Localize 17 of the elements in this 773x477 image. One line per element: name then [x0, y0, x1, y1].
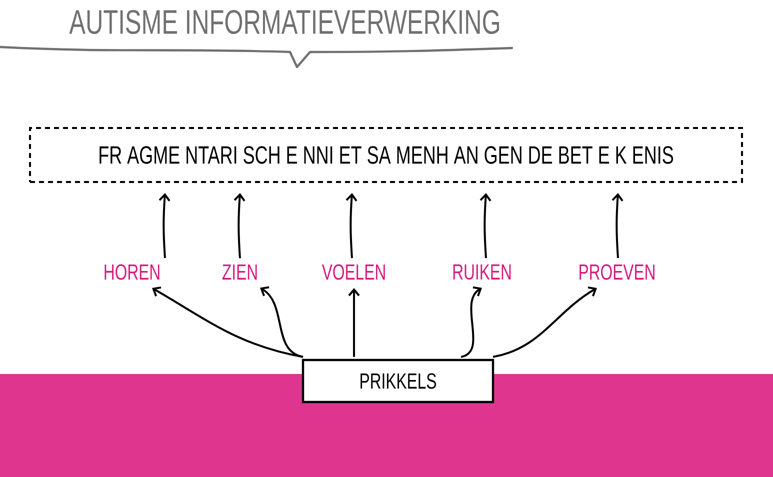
arrow — [460, 286, 482, 358]
sense-label: RUIKEN — [453, 264, 511, 280]
process-box: PRIKKELS — [302, 358, 494, 404]
sense-label: VOELEN — [322, 264, 385, 280]
title: AUTISME INFORMATIEVERWERKING — [69, 10, 499, 34]
sense-label: ZIEN — [222, 264, 257, 280]
arrow — [492, 286, 597, 358]
arrow — [346, 193, 358, 258]
arrow — [260, 286, 304, 358]
arrow — [480, 193, 492, 258]
dashed-box: FR AGME NTARI SCH E NNI ET SA MENH AN GEN DE BET E K ENIS — [29, 127, 743, 183]
arrow — [234, 193, 246, 258]
arrow — [612, 193, 624, 258]
arrow — [348, 288, 360, 357]
sense-label: HOREN — [104, 264, 160, 280]
arrow — [158, 193, 170, 258]
sense-label: PROEVEN — [580, 264, 654, 280]
